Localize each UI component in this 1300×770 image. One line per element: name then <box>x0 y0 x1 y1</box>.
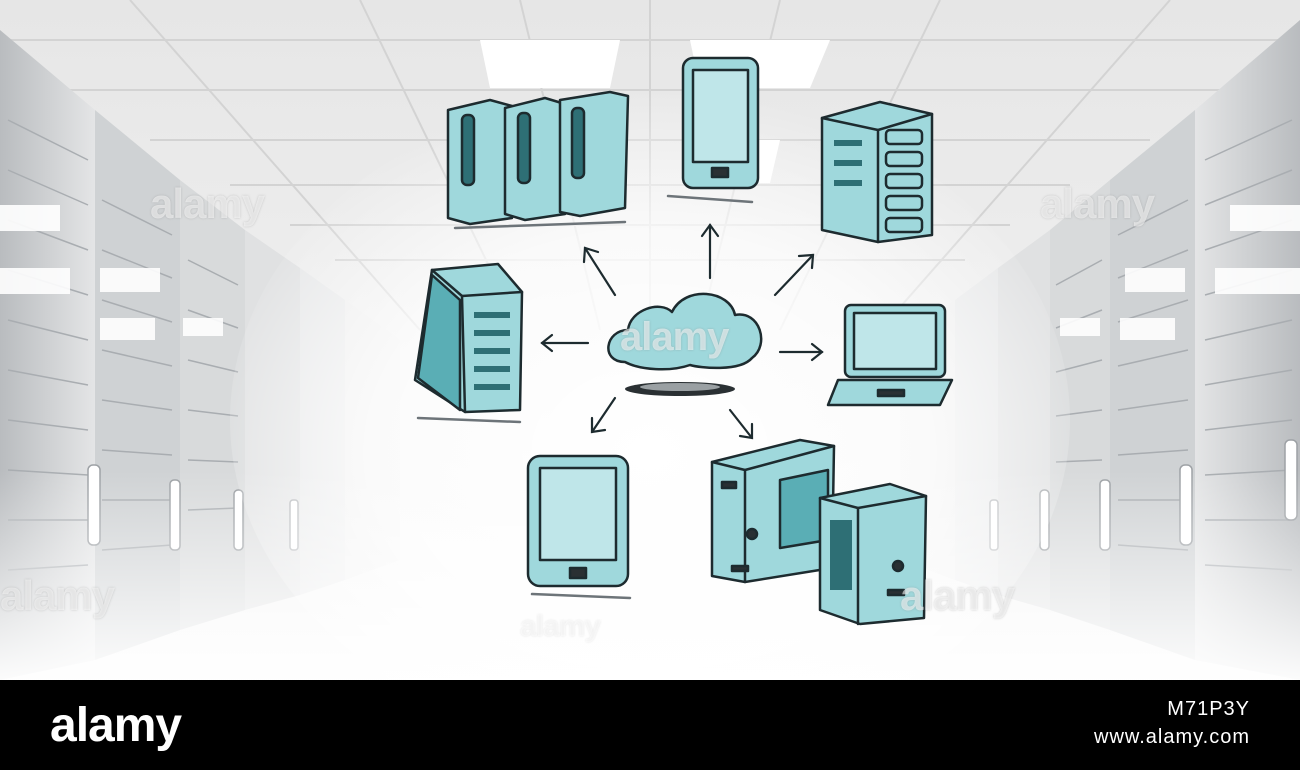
arrow-up-icon <box>700 223 720 280</box>
tower-server-icon <box>820 100 934 244</box>
server-cluster-icon <box>446 90 630 230</box>
stock-footer-bar: alamy M71P3Y www.alamy.com <box>0 680 1300 770</box>
smartphone-icon <box>666 56 760 204</box>
cloud-icon <box>607 292 763 396</box>
cloud-network-illustration <box>413 56 954 626</box>
laptop-icon <box>826 303 954 407</box>
watermark-text: alamy <box>150 180 265 227</box>
watermark-text: alamy <box>900 572 1015 619</box>
server-rack-icon <box>413 262 524 424</box>
arrow-up-right-icon <box>773 253 815 297</box>
desktop-pc-icon <box>710 438 928 626</box>
arrow-up-left-icon <box>582 246 617 297</box>
brand-logo: alamy <box>50 699 182 752</box>
watermark-text: alamy <box>0 572 115 619</box>
image-id: M71P3Y <box>1167 698 1250 720</box>
tablet-icon <box>526 454 632 600</box>
site-url: www.alamy.com <box>1094 726 1250 748</box>
watermark-text: alamy <box>620 315 729 359</box>
arrow-right-icon <box>778 342 824 362</box>
photo-scene: alamy alamy alamy alamy alamy alamy <box>0 0 1300 680</box>
arrow-down-left-icon <box>590 396 617 434</box>
watermark-text: alamy <box>520 610 601 643</box>
connection-arrows <box>540 223 824 440</box>
arrow-down-right-icon <box>728 408 754 440</box>
arrow-left-icon <box>540 333 590 353</box>
watermark-text: alamy <box>1040 180 1155 227</box>
